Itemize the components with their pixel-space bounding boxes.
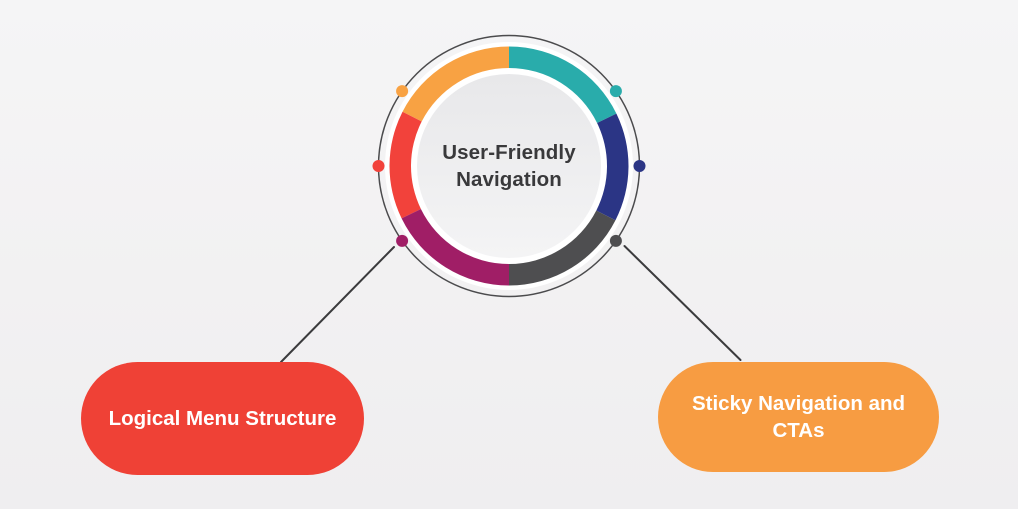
ring-segment-magenta bbox=[401, 208, 509, 286]
ring-segment-teal bbox=[509, 46, 617, 124]
red-dot bbox=[372, 160, 385, 172]
ring-segment-navy bbox=[596, 113, 629, 221]
hub-inner-disc bbox=[417, 74, 601, 258]
teal-dot bbox=[609, 85, 622, 98]
magenta-dot bbox=[396, 234, 409, 247]
connector-right bbox=[623, 245, 742, 361]
ring-segment-gray bbox=[509, 210, 616, 286]
connector-left bbox=[280, 246, 395, 363]
node-label: Logical Menu Structure bbox=[108, 406, 337, 430]
gray-dot bbox=[609, 234, 622, 247]
node-logical-menu-structure: Logical Menu Structure bbox=[81, 362, 364, 475]
navy-dot bbox=[633, 160, 646, 172]
hub-label: User-Friendly Navigation bbox=[442, 140, 576, 191]
node-label: Sticky Navigation and CTAs bbox=[691, 391, 906, 442]
node-sticky-navigation-ctas: Sticky Navigation and CTAs bbox=[658, 362, 939, 472]
ring-segment-red bbox=[389, 111, 422, 219]
ring-segment-orange bbox=[402, 46, 509, 122]
orange-dot bbox=[396, 85, 409, 98]
